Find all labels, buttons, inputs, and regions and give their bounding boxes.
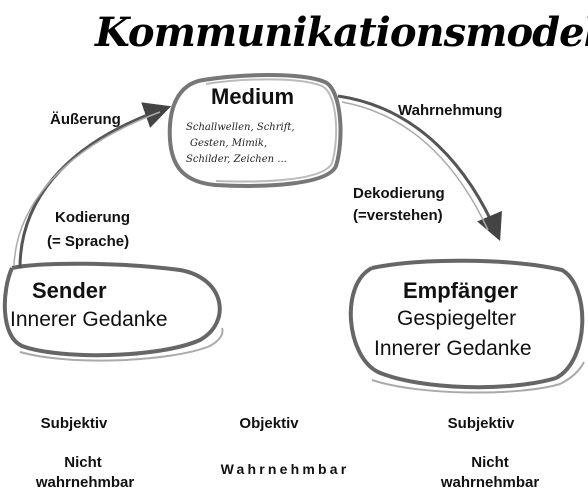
bottom-center-line-2: Wahrnehmbar — [221, 461, 350, 477]
receiver-node: Empfänger Gespiegelter Innerer Gedanke — [348, 258, 585, 394]
diagram-title: Kommunikationsmodell — [94, 9, 588, 56]
medium-outline-shadow — [205, 78, 338, 183]
receiver-title: Empfänger — [403, 278, 518, 303]
receiver-subtitle-line-2: Innerer Gedanke — [374, 337, 532, 360]
arrow-sender-to-medium-trail — [13, 111, 161, 267]
label-decoding-2: (=verstehen) — [353, 207, 443, 224]
medium-title: Medium — [211, 84, 294, 109]
sender-subtitle: Innerer Gedanke — [10, 308, 168, 331]
receiver-subtitle-line-1: Gespiegelter — [397, 307, 516, 330]
medium-detail-line-1: Schallwellen, Schrift, — [186, 122, 295, 133]
bottom-right-line-2: Nicht — [471, 454, 509, 471]
receiver-outline-trail — [371, 361, 585, 394]
label-encoding-2: (= Sprache) — [47, 233, 129, 250]
medium-detail-line-3: Schilder, Zeichen ... — [186, 154, 287, 165]
sender-outline — [2, 261, 222, 358]
sender-outline-trail — [19, 327, 224, 362]
arrow-medium-to-receiver — [337, 94, 502, 241]
label-decoding-1: Dekodierung — [353, 185, 445, 202]
bottom-left-line-1: Subjektiv — [41, 415, 108, 432]
arrow-medium-to-receiver-trail — [341, 101, 489, 231]
bottom-center-line-1: Objektiv — [239, 415, 299, 432]
medium-node: Medium Schallwellen, Schrift, Gesten, Mi… — [167, 73, 343, 188]
label-perception: Wahrnehmung — [398, 102, 502, 119]
sender-title: Sender — [32, 278, 107, 303]
sender-node: Sender Innerer Gedanke — [2, 261, 224, 362]
bottom-right-line-3: wahrnehmbar — [440, 474, 540, 489]
bottom-left-line-3: wahrnehmbar — [35, 474, 135, 489]
label-utterance: Äußerung — [50, 111, 121, 128]
bottom-left-line-2: Nicht — [64, 454, 102, 471]
bottom-right-line-1: Subjektiv — [448, 415, 515, 432]
receiver-outline — [348, 258, 585, 390]
bottom-row: Subjektiv Nicht wahrnehmbar Objektiv Wah… — [35, 415, 540, 489]
label-encoding-1: Kodierung — [55, 209, 130, 226]
medium-outline — [167, 73, 343, 188]
medium-detail-line-2: Gesten, Mimik, — [190, 138, 267, 149]
